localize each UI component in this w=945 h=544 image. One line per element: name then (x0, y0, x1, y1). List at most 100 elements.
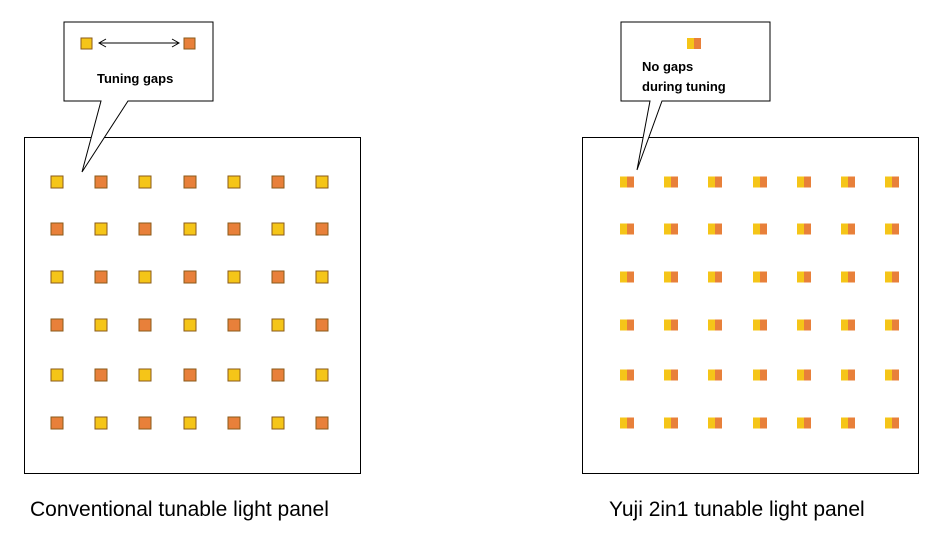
yellow-led (138, 175, 152, 189)
combined-led-orange-half (671, 176, 678, 188)
combined-led-yellow-half (797, 271, 804, 283)
combined-led (841, 417, 855, 429)
orange-led (315, 222, 329, 236)
combined-led (664, 417, 678, 429)
orange-led (227, 416, 241, 430)
combined-led (753, 176, 767, 188)
callout-during-tuning: during tuning (642, 79, 726, 94)
combined-led-orange-half (892, 417, 899, 429)
orange-led-icon (183, 37, 196, 50)
combined-led (797, 417, 811, 429)
combined-led-orange-half (715, 369, 722, 381)
combined-led (753, 271, 767, 283)
conventional-led-grid (50, 175, 329, 430)
yellow-led (138, 270, 152, 284)
combined-led (620, 271, 634, 283)
combined-led-yellow-half (753, 417, 760, 429)
combined-led (797, 176, 811, 188)
combined-led-orange-half (760, 223, 767, 235)
combined-led-orange-half (671, 319, 678, 331)
orange-led (271, 175, 285, 189)
orange-led (138, 416, 152, 430)
combined-led-orange-half (892, 319, 899, 331)
combined-led (620, 319, 634, 331)
yuji-led-grid (620, 176, 899, 429)
combined-led (620, 369, 634, 381)
combined-led (664, 176, 678, 188)
combined-led-orange-half (760, 417, 767, 429)
combined-led (620, 176, 634, 188)
combined-led-yellow-half (620, 223, 627, 235)
combined-led-yellow-half (841, 223, 848, 235)
arrow-left-head-icon (97, 38, 107, 48)
combined-led (797, 369, 811, 381)
yellow-led (50, 175, 64, 189)
combined-led-orange-half (892, 223, 899, 235)
combined-led-yellow-half (841, 369, 848, 381)
combined-led (708, 319, 722, 331)
combined-led (664, 223, 678, 235)
combined-led-orange-half (715, 319, 722, 331)
combined-led (708, 369, 722, 381)
combined-led-yellow-half (753, 271, 760, 283)
combined-led (885, 271, 899, 283)
combined-led-orange-half (848, 176, 855, 188)
yellow-led (315, 175, 329, 189)
combined-led (797, 271, 811, 283)
combined-led (753, 223, 767, 235)
combined-led-orange-half (715, 223, 722, 235)
combined-led (708, 176, 722, 188)
combined-led-yellow-half (797, 176, 804, 188)
combined-led-orange-half (671, 223, 678, 235)
combined-led-yellow-half (664, 417, 671, 429)
orange-led (227, 222, 241, 236)
combined-led-orange-half (848, 369, 855, 381)
combined-led (708, 417, 722, 429)
combined-led (664, 369, 678, 381)
orange-led (50, 416, 64, 430)
combined-led-orange-half (804, 176, 811, 188)
combined-led (620, 417, 634, 429)
orange-led (183, 270, 197, 284)
combined-led-yellow-half (664, 271, 671, 283)
yuji-panel (582, 137, 919, 474)
combined-led-orange-half (848, 223, 855, 235)
combined-led-yellow-half (664, 223, 671, 235)
callout-tuning-gaps: Tuning gaps (97, 71, 174, 86)
caption-conventional: Conventional tunable light panel (30, 498, 329, 521)
orange-led (271, 270, 285, 284)
combined-led (841, 223, 855, 235)
combined-led-yellow-half (664, 176, 671, 188)
combined-led-yellow-half (797, 369, 804, 381)
combined-led-yellow-half (797, 417, 804, 429)
combined-led-yellow-half (708, 176, 715, 188)
combined-led-orange-half (627, 176, 634, 188)
orange-led (138, 222, 152, 236)
combined-led-orange-half (627, 319, 634, 331)
orange-led (271, 368, 285, 382)
combined-led-orange-half (760, 319, 767, 331)
combined-led-yellow-half (708, 319, 715, 331)
combined-led (885, 223, 899, 235)
combined-led (753, 369, 767, 381)
combined-led-yellow-half (708, 271, 715, 283)
combined-led-orange-half (892, 271, 899, 283)
yellow-led (94, 222, 108, 236)
yellow-led (94, 318, 108, 332)
combined-led-yellow-half (620, 319, 627, 331)
combined-led (885, 369, 899, 381)
combined-led (708, 223, 722, 235)
combined-led-yellow-half (885, 271, 892, 283)
yellow-led (183, 222, 197, 236)
combined-led-orange-half (804, 223, 811, 235)
combined-led-orange-half (804, 271, 811, 283)
combined-led-orange-half (715, 271, 722, 283)
combined-led-yellow-half (885, 176, 892, 188)
combined-led (797, 319, 811, 331)
combined-led (841, 176, 855, 188)
combined-led-orange-half (804, 319, 811, 331)
combined-led-yellow-half (708, 369, 715, 381)
combined-led (797, 223, 811, 235)
yellow-led (183, 318, 197, 332)
yellow-led (315, 368, 329, 382)
